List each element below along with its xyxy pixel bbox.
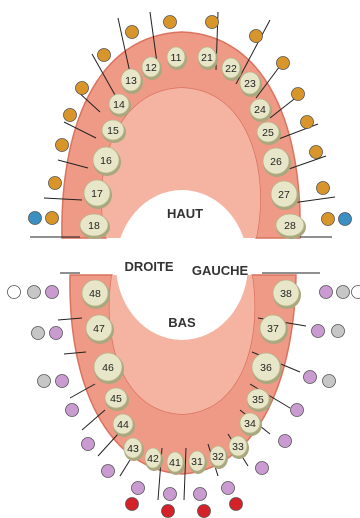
status-dot-42-purple[interactable] <box>132 482 145 495</box>
tooth-28[interactable]: 28 <box>276 214 306 239</box>
tooth-number: 35 <box>252 394 264 406</box>
tooth-number: 48 <box>89 288 101 300</box>
tooth-number: 15 <box>107 125 119 137</box>
status-dot-12-orange[interactable] <box>126 26 139 39</box>
status-dot-25-orange[interactable] <box>301 116 314 129</box>
tooth-number: 21 <box>201 52 213 64</box>
status-dot-18-blue[interactable] <box>29 212 42 225</box>
status-dot-48-gray[interactable] <box>28 286 41 299</box>
tooth-number: 42 <box>147 453 159 465</box>
tooth-number: 24 <box>254 104 266 116</box>
tooth-number: 18 <box>88 220 100 232</box>
tooth-number: 26 <box>270 156 282 168</box>
status-dot-43-purple[interactable] <box>102 465 115 478</box>
status-dot-38-gray[interactable] <box>337 286 350 299</box>
status-dot-34-purple[interactable] <box>279 435 292 448</box>
status-dot-23-orange[interactable] <box>277 57 290 70</box>
status-dot-41-purple[interactable] <box>164 488 177 501</box>
tooth-number: 25 <box>262 127 274 139</box>
status-dot-24-orange[interactable] <box>292 88 305 101</box>
status-dot-14-orange[interactable] <box>76 82 89 95</box>
tooth-number: 38 <box>280 288 292 300</box>
label-left: DROITE <box>124 259 173 274</box>
status-dot-48-purple[interactable] <box>46 286 59 299</box>
tooth-number: 31 <box>191 456 203 468</box>
status-dot-44-purple[interactable] <box>82 438 95 451</box>
status-dot-37-gray[interactable] <box>332 325 345 338</box>
status-dot-38-white[interactable] <box>352 286 360 299</box>
tooth-number: 23 <box>244 78 256 90</box>
status-dot-17-orange[interactable] <box>49 177 62 190</box>
tooth-number: 45 <box>110 393 122 405</box>
status-dot-28-blue[interactable] <box>339 213 352 226</box>
tooth-number: 37 <box>267 323 279 335</box>
status-dot-31-purple[interactable] <box>194 488 207 501</box>
tooth-number: 33 <box>232 441 244 453</box>
tooth-38[interactable]: 38 <box>273 280 301 309</box>
status-dot-37-purple[interactable] <box>312 325 325 338</box>
tooth-number: 46 <box>102 362 114 374</box>
status-dot-16-orange[interactable] <box>56 139 69 152</box>
status-dot-38-purple[interactable] <box>320 286 333 299</box>
tooth-number: 28 <box>284 220 296 232</box>
status-dot-47-purple[interactable] <box>50 327 63 340</box>
tooth-number: 27 <box>278 189 290 201</box>
tooth-number: 36 <box>260 362 272 374</box>
status-dot-18-orange[interactable] <box>46 212 59 225</box>
status-dot-31-red[interactable] <box>198 505 211 518</box>
status-dot-48-white[interactable] <box>8 286 21 299</box>
status-dot-21-orange[interactable] <box>206 16 219 29</box>
label-top: HAUT <box>167 206 203 221</box>
status-dot-27-orange[interactable] <box>317 182 330 195</box>
tooth-number: 41 <box>169 457 181 469</box>
status-dot-47-gray[interactable] <box>32 327 45 340</box>
label-bottom: BAS <box>168 315 196 330</box>
status-dot-33-purple[interactable] <box>256 462 269 475</box>
tooth-number: 47 <box>93 323 105 335</box>
status-dot-32-red[interactable] <box>230 498 243 511</box>
status-dot-45-purple[interactable] <box>66 404 79 417</box>
status-dot-41-red[interactable] <box>162 505 175 518</box>
tooth-number: 17 <box>91 188 103 200</box>
label-right: GAUCHE <box>192 263 249 278</box>
status-dot-46-gray[interactable] <box>38 375 51 388</box>
tooth-number: 32 <box>212 451 224 463</box>
tooth-number: 22 <box>225 63 237 75</box>
status-dot-13-orange[interactable] <box>98 49 111 62</box>
status-dot-28-orange[interactable] <box>322 213 335 226</box>
status-dot-42-red[interactable] <box>126 498 139 511</box>
status-dot-11-orange[interactable] <box>164 16 177 29</box>
status-dot-46-purple[interactable] <box>56 375 69 388</box>
status-dot-36-purple[interactable] <box>304 371 317 384</box>
status-dot-35-purple[interactable] <box>291 404 304 417</box>
leader-line-43 <box>98 434 118 456</box>
tooth-number: 44 <box>117 419 129 431</box>
tooth-number: 12 <box>145 62 157 74</box>
status-dot-15-orange[interactable] <box>64 109 77 122</box>
tooth-number: 16 <box>100 155 112 167</box>
status-dot-32-purple[interactable] <box>222 482 235 495</box>
status-dot-36-gray[interactable] <box>323 375 336 388</box>
tooth-number: 11 <box>171 52 182 64</box>
tooth-number: 43 <box>127 443 139 455</box>
status-dot-26-orange[interactable] <box>310 146 323 159</box>
tooth-number: 14 <box>113 99 125 111</box>
tooth-number: 34 <box>244 418 256 430</box>
tooth-number: 13 <box>125 75 137 87</box>
status-dot-22-orange[interactable] <box>250 30 263 43</box>
